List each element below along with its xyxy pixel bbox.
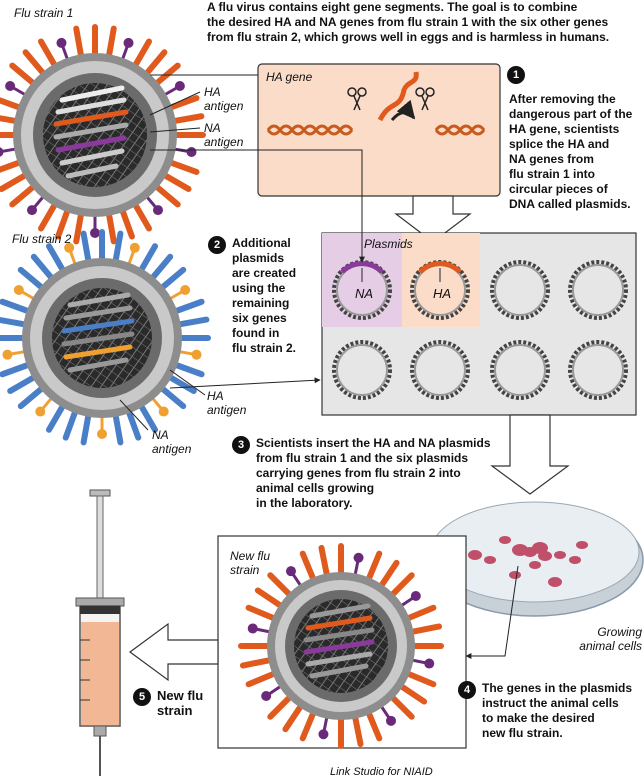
- credit-label: Link Studio for NIAID: [330, 766, 433, 778]
- syringe: [75, 489, 125, 776]
- flu-strain-2-label: Flu strain 2: [12, 232, 72, 246]
- animal-cell: [532, 542, 548, 554]
- animal-cell: [484, 556, 496, 564]
- intro-text: A flu virus contains eight gene segments…: [207, 0, 610, 44]
- ha-gene-panel: [257, 63, 501, 197]
- scissors-icon: [415, 87, 435, 111]
- step-2-number: 2: [208, 236, 226, 254]
- step-5-text: New flu strain: [157, 688, 204, 718]
- step-4-number: 4: [458, 681, 476, 699]
- strain1-na-antigen-label: NA antigen: [204, 121, 244, 149]
- scissors-icon: [347, 87, 367, 111]
- plasmid-ring: [332, 340, 392, 400]
- ha-gene-dna: [266, 71, 486, 136]
- strain1-ha-antigen-label: HA antigen: [204, 85, 244, 113]
- animal-cell: [548, 577, 562, 587]
- ha-plasmid-label: HA: [433, 286, 452, 301]
- na-plasmid-label: NA: [355, 286, 374, 301]
- step-5-number: 5: [133, 688, 151, 706]
- animal-cell: [554, 551, 566, 559]
- connector-line: [150, 149, 365, 263]
- step-3-number: 3: [232, 436, 250, 454]
- petri-dish: [426, 501, 644, 617]
- plasmid-ring: [490, 340, 550, 400]
- step-1-number: 1: [507, 66, 525, 84]
- left-arrow: [128, 622, 219, 682]
- connector-line: [169, 377, 321, 389]
- new-flu-strain-label: New flu strain: [230, 549, 271, 577]
- down-arrow: [394, 195, 472, 243]
- step-4-text: The genes in the plasmids instruct the a…: [482, 681, 633, 740]
- flu-strain-1-virus: [0, 24, 206, 245]
- connector-line: [169, 369, 206, 396]
- connector-line: [465, 565, 519, 659]
- down-arrow: [490, 414, 570, 495]
- animal-cell: [499, 536, 511, 544]
- animal-cell: [529, 561, 541, 569]
- plasmid-ring: [490, 260, 550, 320]
- ha-gene-label: HA gene: [266, 70, 313, 84]
- animal-cell: [538, 551, 552, 561]
- flu-strain-1-label: Flu strain 1: [14, 6, 74, 20]
- strain2-ha-antigen-label: HA antigen: [207, 389, 247, 417]
- step-1-text: After removing the dangerous part of the…: [509, 92, 633, 211]
- plasmid-ring: [568, 340, 628, 400]
- animal-cell: [468, 550, 482, 560]
- animal-cell: [509, 571, 521, 579]
- connector-line: [149, 91, 201, 116]
- flu-strain-2-virus: [0, 229, 211, 446]
- growing-animal-cells-label: Growing animal cells: [579, 625, 642, 653]
- animal-cell: [576, 541, 588, 549]
- strain2-na-antigen-label: NA antigen: [152, 428, 192, 456]
- animal-cell: [569, 556, 581, 564]
- step-3-text: Scientists insert the HA and NA plasmids…: [256, 436, 491, 510]
- plasmid-ring: [410, 260, 470, 320]
- curved-arrow-icon: [390, 99, 416, 122]
- step-2-text: Additional plasmids are created using th…: [232, 236, 297, 355]
- connector-line: [119, 399, 149, 431]
- plasmid-ring: [410, 340, 470, 400]
- connector-line: [149, 127, 201, 133]
- new-flu-strain-virus: [238, 543, 444, 749]
- plasmids-label: Plasmids: [364, 237, 413, 251]
- plasmid-ring: [568, 260, 628, 320]
